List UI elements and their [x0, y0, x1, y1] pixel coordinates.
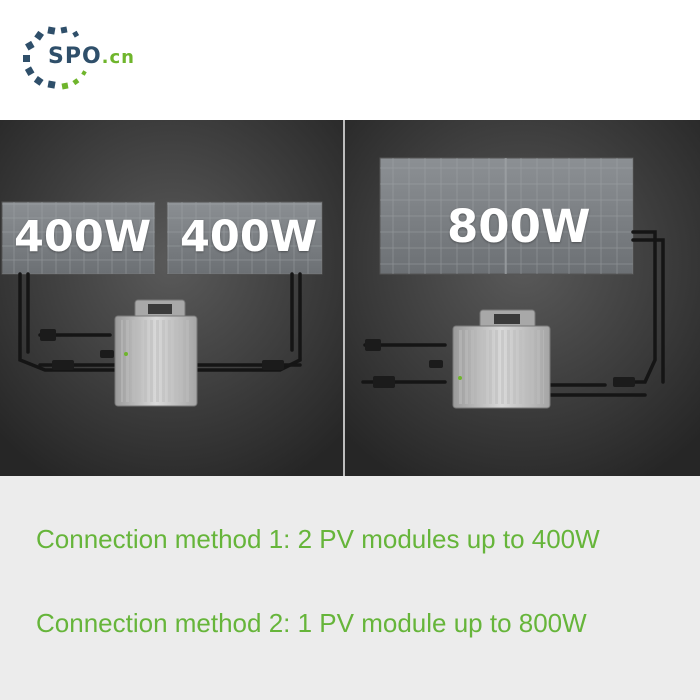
- photo-divider: [343, 120, 345, 476]
- caption-method-2: Connection method 2: 1 PV module up to 8…: [36, 608, 587, 638]
- logo-brand: SPO: [48, 44, 102, 69]
- header: SPO.cn: [0, 0, 700, 120]
- panel-label-800w: 800W: [447, 200, 591, 253]
- photo-two-panels: [0, 120, 343, 476]
- pv-module-right: [379, 157, 634, 275]
- captions-section: Connection method 1: 2 PV modules up to …: [0, 476, 700, 700]
- microinverter-left: [114, 299, 198, 407]
- panel-label-400w-a: 400W: [14, 212, 152, 262]
- pv-module-left-a: [1, 201, 156, 275]
- logo-suffix: .cn: [101, 47, 135, 68]
- microinverter-right: [452, 309, 551, 409]
- logo-wordmark: SPO.cn: [48, 44, 135, 69]
- pv-module-left-b: [166, 201, 323, 275]
- caption-method-1: Connection method 1: 2 PV modules up to …: [36, 524, 600, 554]
- panel-label-400w-b: 400W: [180, 212, 318, 262]
- photo-one-panel: [345, 120, 700, 476]
- product-photos: 400W 400W 800W: [0, 120, 700, 476]
- spo-logo: [23, 26, 87, 90]
